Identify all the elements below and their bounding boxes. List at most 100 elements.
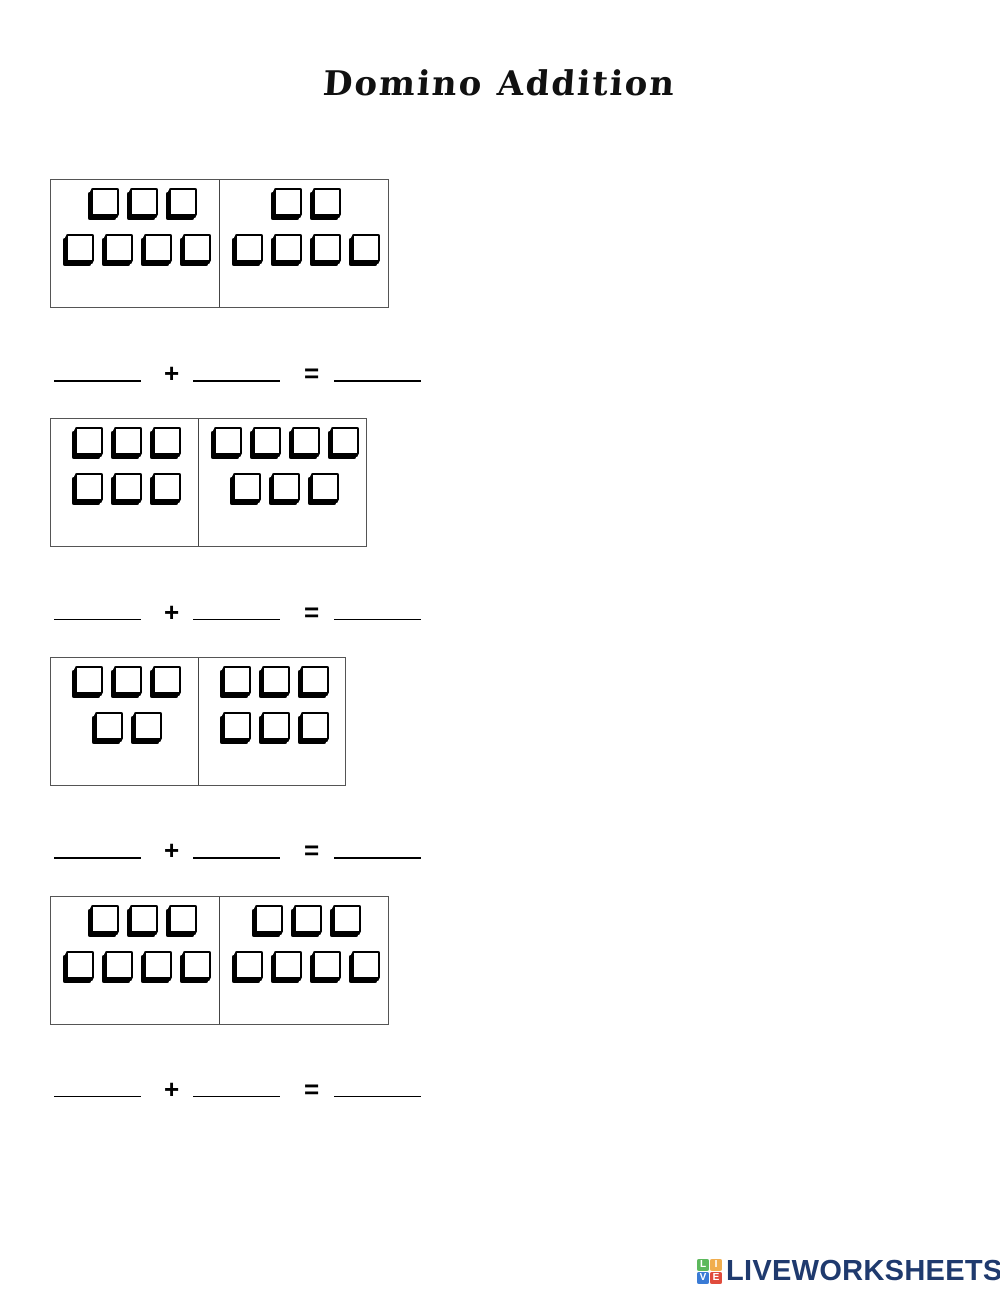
pip-row: [199, 473, 366, 501]
equation-1: + =: [0, 358, 440, 388]
pip-row: [51, 905, 219, 933]
pip-icon: [114, 666, 142, 694]
domino-2-right-half: [199, 419, 366, 546]
pip-icon: [153, 666, 181, 694]
pip-icon: [129, 188, 158, 216]
logo-letter-v: V: [697, 1272, 709, 1284]
pip-icon: [153, 427, 181, 455]
live-logo-icon: L I V E: [697, 1259, 722, 1284]
pip-row: [199, 712, 345, 740]
pip-row: [199, 666, 345, 694]
pip-row: [220, 188, 388, 216]
domino-1: [50, 179, 389, 308]
pip-icon: [274, 188, 302, 216]
answer-blank-addend2[interactable]: [193, 380, 280, 382]
answer-blank-addend1[interactable]: [54, 380, 141, 382]
answer-blank-addend2[interactable]: [193, 857, 280, 859]
liveworksheets-logo: L I V E LIVEWORKSHEETS: [697, 1255, 1000, 1288]
pip-icon: [222, 666, 251, 694]
worksheet-title: Domino Addition: [0, 64, 1000, 104]
pip-icon: [133, 712, 162, 740]
pip-row: [220, 905, 388, 933]
pip-icon: [75, 427, 103, 455]
equation-2: + =: [0, 597, 440, 627]
equation-3: + =: [0, 835, 440, 865]
answer-blank-addend1[interactable]: [54, 619, 141, 620]
pip-icon: [272, 473, 300, 501]
domino-1-left-half: [51, 180, 220, 307]
answer-blank-sum[interactable]: [334, 857, 421, 859]
pip-icon: [330, 427, 359, 455]
answer-blank-addend2[interactable]: [193, 1096, 280, 1097]
pip-row: [51, 666, 198, 694]
plus-sign: +: [164, 358, 180, 388]
pip-icon: [90, 905, 119, 933]
pip-icon: [252, 427, 281, 455]
domino-4-left-half: [51, 897, 220, 1024]
pip-row: [220, 951, 388, 979]
pip-icon: [291, 427, 320, 455]
answer-blank-sum[interactable]: [334, 619, 421, 620]
answer-blank-addend1[interactable]: [54, 857, 141, 859]
plus-sign: +: [164, 835, 180, 865]
pip-icon: [313, 951, 341, 979]
pip-icon: [300, 666, 329, 694]
pip-icon: [66, 951, 94, 979]
pip-icon: [352, 234, 380, 262]
equals-sign: =: [304, 835, 320, 865]
pip-row: [199, 427, 366, 455]
pip-icon: [254, 905, 283, 933]
pip-icon: [105, 234, 133, 262]
pip-icon: [274, 234, 302, 262]
pip-icon: [313, 234, 341, 262]
pip-row: [51, 427, 198, 455]
domino-1-right-half: [220, 180, 388, 307]
pip-icon: [235, 951, 263, 979]
pip-icon: [274, 951, 302, 979]
pip-icon: [332, 905, 361, 933]
domino-3: [50, 657, 346, 786]
pip-icon: [168, 188, 197, 216]
pip-row: [51, 234, 219, 262]
pip-icon: [168, 905, 197, 933]
equals-sign: =: [304, 597, 320, 627]
pip-icon: [94, 712, 123, 740]
logo-letter-i: I: [710, 1259, 722, 1271]
pip-row: [220, 234, 388, 262]
pip-icon: [313, 188, 341, 216]
pip-icon: [352, 951, 380, 979]
answer-blank-addend2[interactable]: [193, 619, 280, 620]
plus-sign: +: [164, 597, 180, 627]
answer-blank-sum[interactable]: [334, 1096, 421, 1097]
pip-icon: [129, 905, 158, 933]
pip-icon: [144, 234, 172, 262]
equals-sign: =: [304, 358, 320, 388]
pip-row: [51, 712, 198, 740]
domino-3-right-half: [199, 658, 345, 785]
answer-blank-sum[interactable]: [334, 380, 421, 382]
equation-4: + =: [0, 1074, 440, 1104]
pip-icon: [222, 712, 251, 740]
pip-icon: [105, 951, 133, 979]
pip-icon: [114, 473, 142, 501]
equals-sign: =: [304, 1074, 320, 1104]
pip-icon: [183, 234, 211, 262]
answer-blank-addend1[interactable]: [54, 1096, 141, 1097]
pip-icon: [90, 188, 119, 216]
pip-icon: [75, 666, 103, 694]
pip-row: [51, 473, 198, 501]
pip-icon: [233, 473, 261, 501]
pip-icon: [183, 951, 211, 979]
pip-icon: [300, 712, 329, 740]
pip-row: [51, 951, 219, 979]
pip-icon: [75, 473, 103, 501]
pip-icon: [144, 951, 172, 979]
pip-icon: [114, 427, 142, 455]
pip-icon: [311, 473, 339, 501]
pip-icon: [261, 666, 290, 694]
plus-sign: +: [164, 1074, 180, 1104]
pip-icon: [293, 905, 322, 933]
domino-4-right-half: [220, 897, 388, 1024]
logo-letter-l: L: [697, 1259, 709, 1271]
domino-2-left-half: [51, 419, 199, 546]
